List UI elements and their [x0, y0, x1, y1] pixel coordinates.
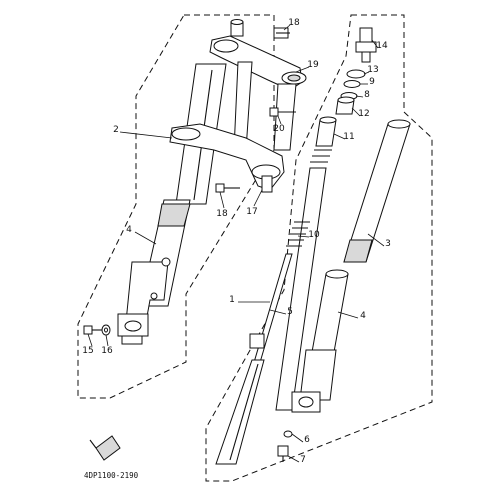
callout-c18a: 18 [288, 18, 300, 28]
callout-c3: 3 [385, 239, 391, 249]
bolt-18-lower [215, 183, 240, 193]
callout-c4b: 4 [360, 311, 366, 321]
inner-tube-5 [215, 359, 265, 465]
left-fork-assembly [117, 19, 307, 345]
leader-lines [87, 24, 385, 463]
left-assembly-boundary [77, 14, 275, 399]
cap-bolt-14 [355, 27, 377, 63]
callout-c2: 2 [113, 125, 119, 135]
callout-c6: 6 [304, 435, 310, 445]
callout-c17: 17 [246, 207, 257, 217]
callout-c1: 1 [229, 295, 235, 305]
spacer-12 [335, 96, 355, 115]
front-direction-arrow-icon [89, 435, 121, 461]
gasket-6 [283, 430, 293, 438]
callout-c14: 14 [376, 41, 388, 51]
bolt-18-upper [273, 27, 290, 39]
callout-c16: 16 [101, 346, 113, 356]
right-assembly-boundary [205, 14, 433, 482]
callout-c13: 13 [367, 65, 378, 75]
callout-c4a: 4 [126, 225, 132, 235]
callout-c20: 20 [273, 124, 285, 134]
callout-c19: 19 [307, 60, 319, 70]
callout-c9: 9 [369, 77, 375, 87]
callout-c8: 8 [364, 90, 370, 100]
callout-c5: 5 [287, 307, 293, 317]
slider-4 [291, 269, 349, 413]
callout-c18b: 18 [216, 209, 228, 219]
bolt-20 [269, 107, 296, 117]
washer-9 [343, 80, 361, 88]
callout-c7: 7 [300, 455, 306, 465]
outer-tube-3 [343, 119, 411, 263]
callout-c11: 11 [343, 132, 354, 142]
drain-bolt-7 [277, 445, 289, 462]
washer-16 [101, 324, 111, 336]
callout-c10: 10 [308, 230, 320, 240]
callout-c12: 12 [358, 109, 369, 119]
bolt-15 [83, 325, 102, 335]
diagram-code: 4DP1100-2190 [84, 471, 139, 480]
o-ring-13 [346, 69, 366, 79]
fork-spring-10 [286, 221, 310, 247]
callout-c15: 15 [82, 346, 93, 356]
collar-11 [315, 116, 337, 147]
